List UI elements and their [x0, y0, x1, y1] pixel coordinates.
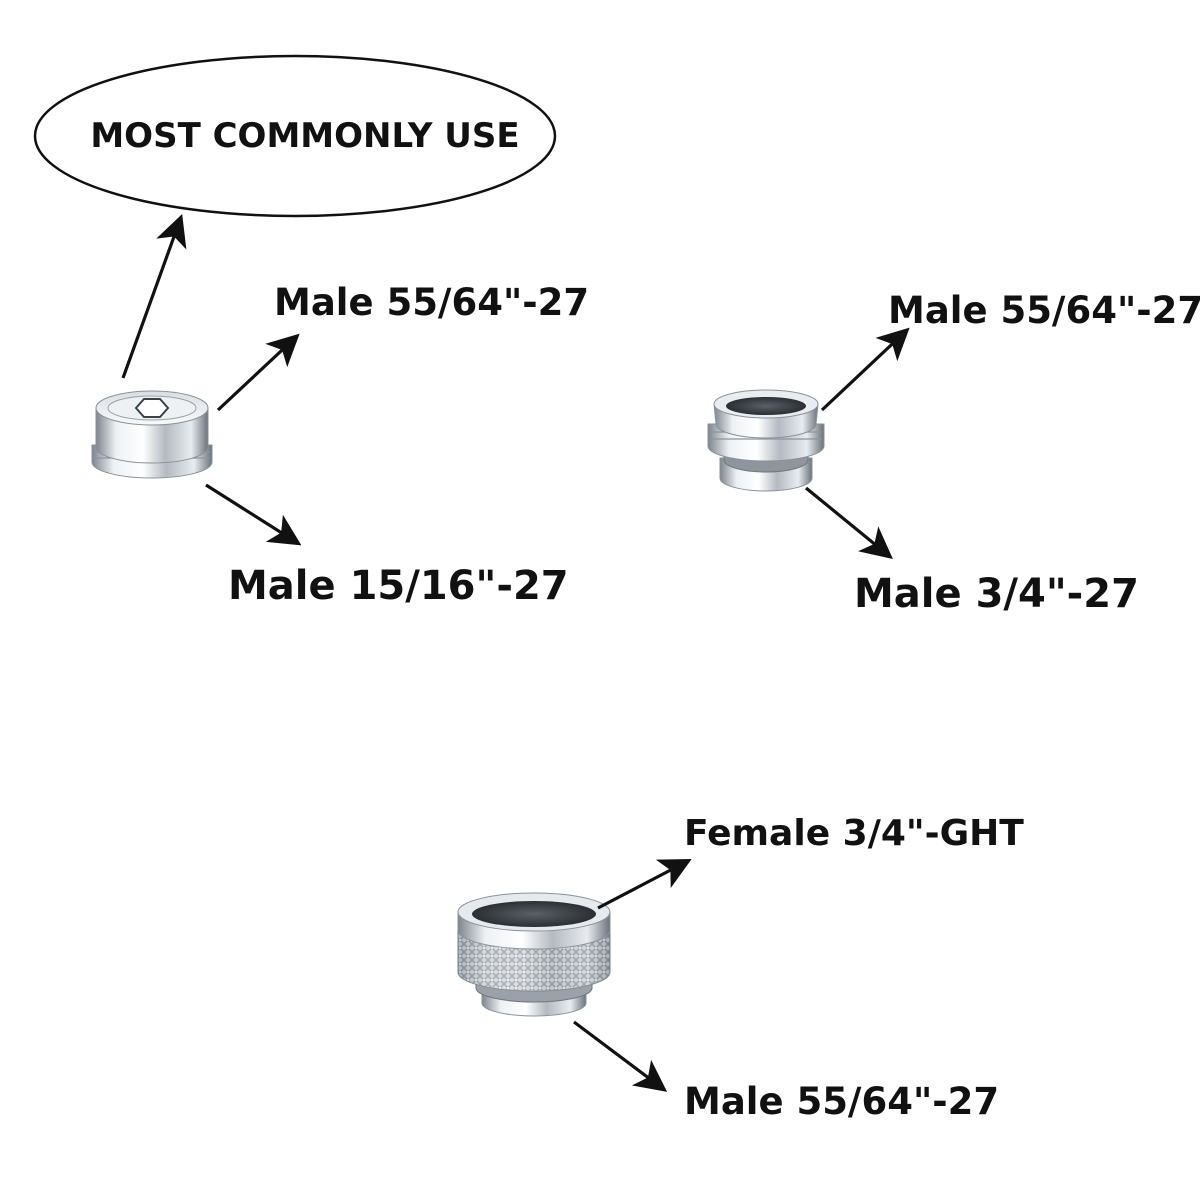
adapter2-bottom-label: Male 3/4"-27 — [854, 571, 1139, 617]
adapter1-bottom-label: Male 15/16"-27 — [228, 563, 569, 609]
callout-text: MOST COMMONLY USE — [90, 116, 519, 156]
arrow-adapter2-top — [820, 327, 910, 412]
arrow-adapter2-bottom — [804, 486, 893, 560]
arrow-adapter3-bottom — [573, 1020, 668, 1092]
adapter3-bottom-label: Male 55/64"-27 — [684, 1080, 999, 1123]
callout-bubble: MOST COMMONLY USE — [33, 54, 557, 218]
adapter3-top-label: Female 3/4"-GHT — [684, 813, 1024, 854]
hex-key-adapter-icon — [91, 390, 213, 479]
arrow-adapter3-top — [597, 859, 692, 910]
knurled-hose-adapter-icon — [457, 892, 611, 1017]
adapter1-top-label: Male 55/64"-27 — [274, 281, 589, 324]
arrow-adapter1-top — [216, 333, 300, 412]
callout-arrow — [121, 213, 187, 379]
arrow-adapter1-bottom — [205, 483, 302, 546]
dual-thread-adapter-icon — [707, 389, 825, 492]
adapter2-top-label: Male 55/64"-27 — [888, 289, 1200, 332]
